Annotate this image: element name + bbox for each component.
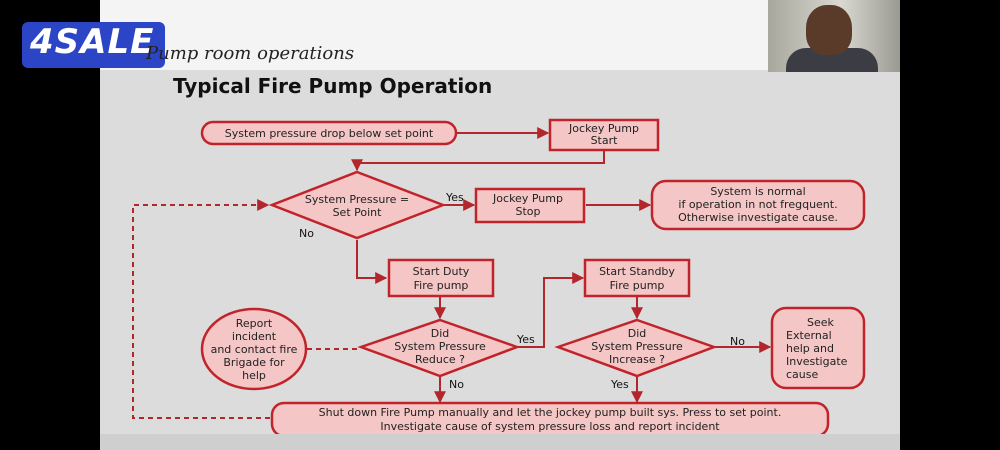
text-system-normal-2: if operation in not fregquent. bbox=[678, 198, 837, 211]
connectors bbox=[132, 127, 772, 419]
text-seek-2: External bbox=[786, 329, 832, 342]
label-yes-stop: Yes bbox=[445, 191, 464, 204]
text-report-1: Report bbox=[236, 317, 273, 330]
text-pressure-check-2: Set Point bbox=[333, 206, 383, 219]
text-jockey-start-1: Jockey Pump bbox=[568, 122, 639, 135]
text-seek-5: cause bbox=[786, 368, 818, 381]
text-seek-1: Seek bbox=[807, 316, 835, 329]
text-pressure-check-1: System Pressure = bbox=[305, 193, 409, 206]
text-start-standby-1: Start Standby bbox=[599, 265, 675, 278]
text-report-4: Brigade for bbox=[223, 356, 285, 369]
text-report-5: help bbox=[242, 369, 266, 382]
text-did-increase-2: System Pressure bbox=[591, 340, 683, 353]
text-pressure-drop: System pressure drop below set point bbox=[225, 127, 434, 140]
label-yes-shutdown: Yes bbox=[610, 378, 629, 391]
text-system-normal-1: System is normal bbox=[710, 185, 805, 198]
node-pressure-drop bbox=[200, 120, 458, 146]
watermark-logo bbox=[22, 22, 165, 68]
text-report-3: and contact fire bbox=[211, 343, 298, 356]
slide-controls-bar bbox=[100, 434, 900, 450]
text-system-normal-3: Otherwise investigate cause. bbox=[678, 211, 838, 224]
label-no-shutdown: No bbox=[449, 378, 464, 391]
node-jockey-start bbox=[548, 118, 660, 152]
text-did-reduce-3: Reduce ? bbox=[415, 353, 465, 366]
presenter-head bbox=[806, 5, 852, 55]
text-did-increase-3: Increase ? bbox=[609, 353, 665, 366]
node-report-incident bbox=[200, 307, 308, 391]
node-texts: System pressure drop below set point Joc… bbox=[211, 122, 848, 433]
text-jockey-stop-2: Stop bbox=[515, 205, 540, 218]
text-start-duty-1: Start Duty bbox=[413, 265, 470, 278]
node-system-normal bbox=[650, 179, 866, 231]
node-jockey-stop bbox=[474, 187, 586, 224]
label-yes-standby: Yes bbox=[516, 333, 535, 346]
text-report-2: incident bbox=[232, 330, 277, 343]
loop-back-dashed bbox=[132, 199, 270, 419]
slide-title: Typical Fire Pump Operation bbox=[173, 74, 493, 98]
arrow-reduce-to-standby bbox=[517, 272, 585, 348]
text-seek-3: help and bbox=[786, 342, 834, 355]
logo-text: 4SALE bbox=[30, 22, 155, 62]
node-did-increase bbox=[554, 318, 718, 378]
text-start-duty-2: Fire pump bbox=[414, 279, 469, 292]
text-jockey-start-2: Start bbox=[591, 134, 619, 147]
text-shutdown-2: Investigate cause of system pressure los… bbox=[380, 420, 720, 433]
node-start-standby bbox=[583, 258, 691, 298]
text-jockey-stop-1: Jockey Pump bbox=[492, 192, 563, 205]
label-no-seek: No bbox=[730, 335, 745, 348]
text-did-reduce-2: System Pressure bbox=[394, 340, 486, 353]
node-did-reduce bbox=[357, 318, 521, 378]
arrow-jockey-to-check bbox=[351, 150, 605, 172]
text-start-standby-2: Fire pump bbox=[610, 279, 665, 292]
text-shutdown-1: Shut down Fire Pump manually and let the… bbox=[319, 406, 782, 419]
slide-subtitle: Pump room operations bbox=[146, 43, 355, 64]
text-did-reduce-1: Did bbox=[431, 327, 450, 340]
text-did-increase-1: Did bbox=[628, 327, 647, 340]
label-no-duty: No bbox=[299, 227, 314, 240]
slide-header-band bbox=[100, 0, 900, 70]
webcam-feed bbox=[768, 0, 900, 72]
arrow-check-to-duty bbox=[356, 240, 388, 284]
text-seek-4: Investigate bbox=[786, 355, 848, 368]
node-seek-help bbox=[770, 306, 866, 390]
edge-labels: Yes No Yes No No Yes bbox=[299, 191, 745, 391]
nodes bbox=[200, 118, 866, 438]
node-start-duty bbox=[387, 258, 495, 298]
node-pressure-check bbox=[268, 170, 447, 240]
